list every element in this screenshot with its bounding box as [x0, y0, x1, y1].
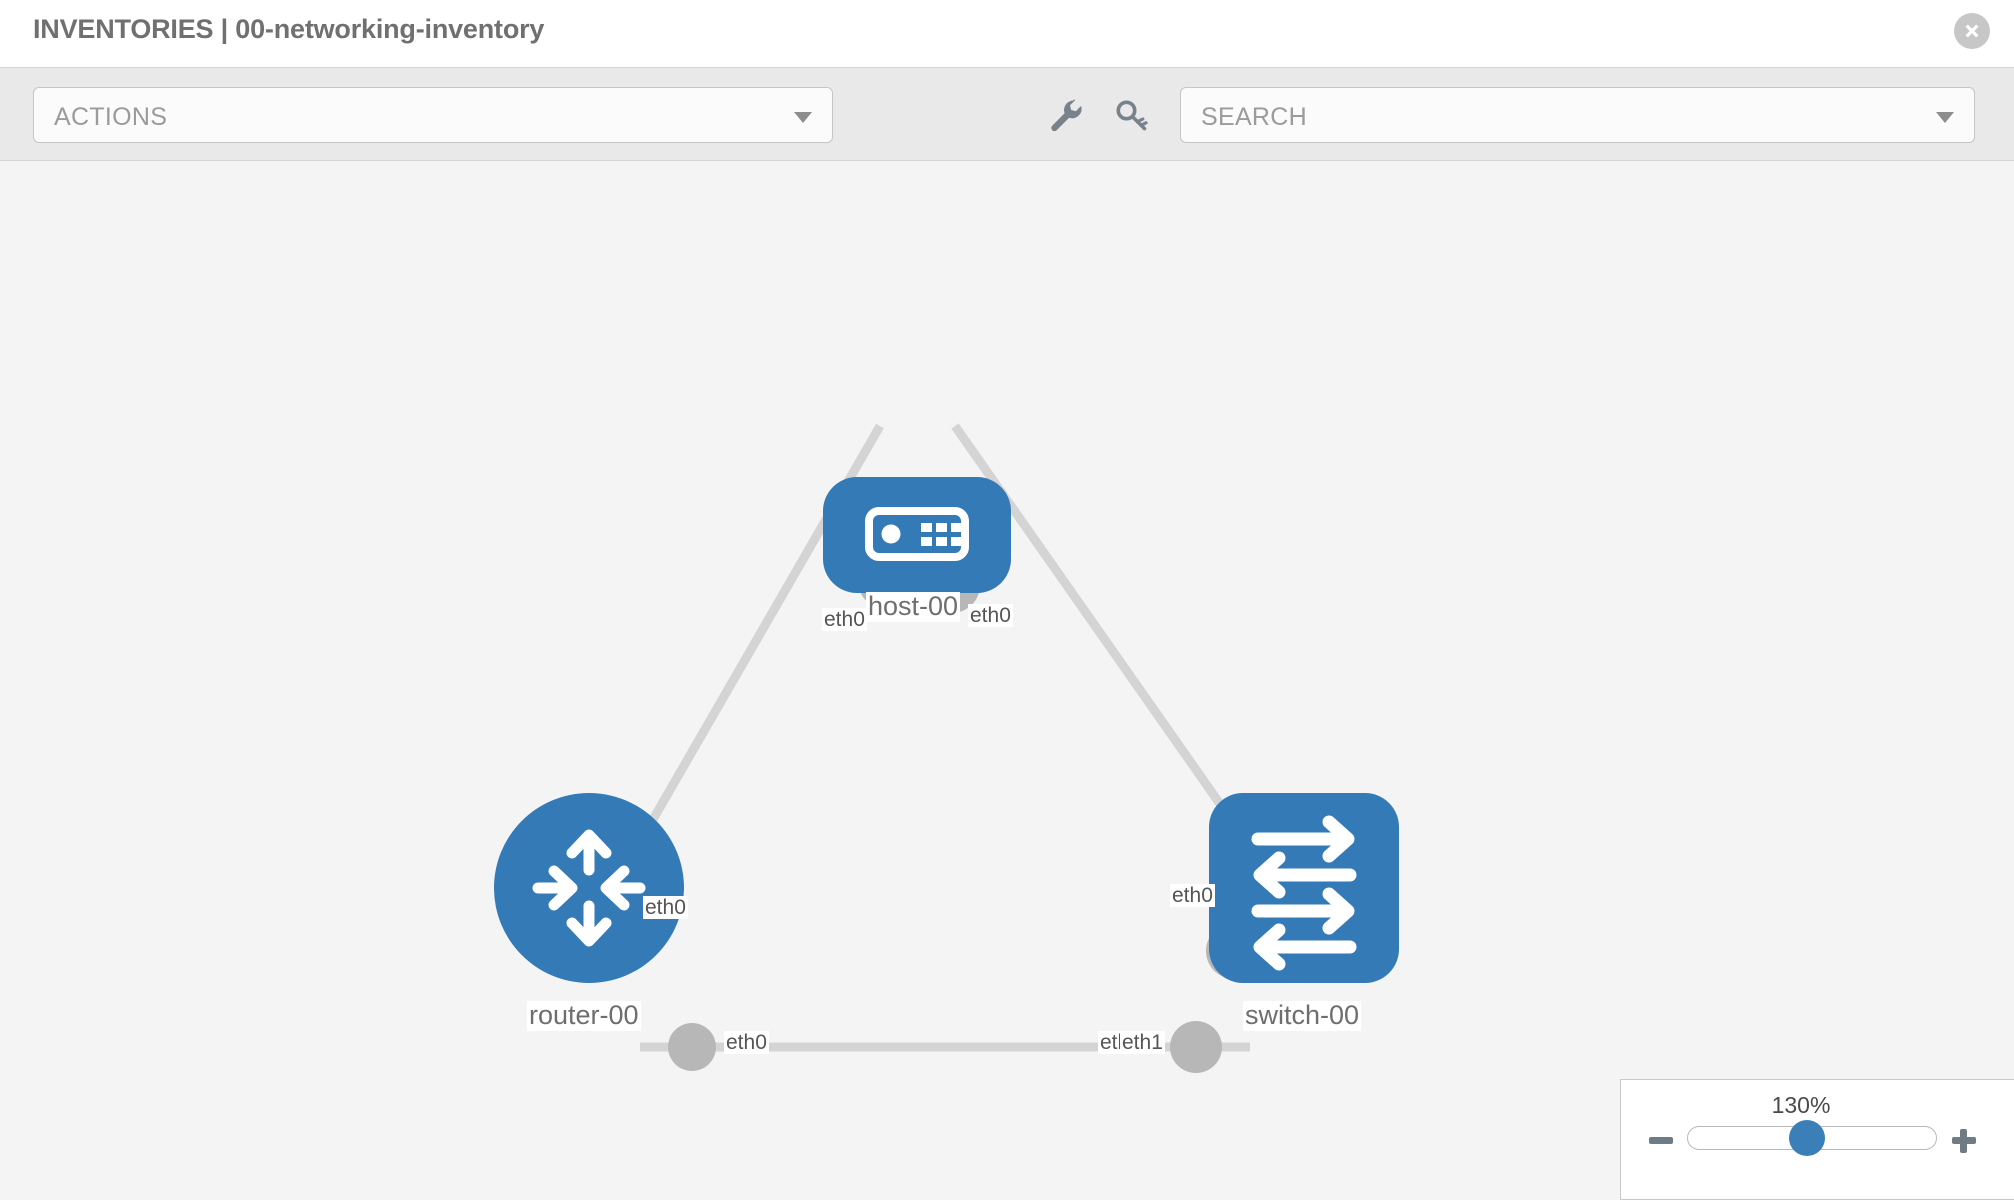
server-icon [865, 507, 969, 561]
router-arrows-icon [532, 829, 646, 947]
minus-icon [1649, 1137, 1673, 1144]
key-glyph [1116, 100, 1148, 131]
search-placeholder: SEARCH [1201, 103, 1307, 131]
zoom-level-value: 130% [1771, 1092, 1831, 1118]
interface-label-router00-eth0: eth0 [724, 1031, 769, 1055]
interface-label-host00-eth0-right: eth0 [968, 604, 1013, 628]
node-label-host-00: host-00 [866, 591, 961, 622]
switch-arrows-icon [1251, 815, 1357, 971]
actions-dropdown[interactable]: ACTIONS [33, 87, 833, 143]
topology-graph [494, 423, 1399, 1073]
node-switch-00[interactable] [1209, 793, 1399, 983]
chevron-down-icon [794, 112, 812, 123]
wrench-glyph [1051, 99, 1082, 132]
node-label-switch-00: switch-00 [1243, 1000, 1362, 1031]
actions-dropdown-label: ACTIONS [54, 103, 168, 131]
interface-label-host00-eth0-left: eth0 [822, 608, 867, 632]
interface-label-switch00-eth1: eth1 [1120, 1031, 1165, 1055]
wrench-icon[interactable] [1046, 96, 1084, 134]
close-icon[interactable] [1954, 13, 1990, 49]
page-header: INVENTORIES | 00-networking-inventory [0, 0, 2014, 68]
close-glyph [1965, 24, 1979, 38]
node-host-00[interactable] [823, 477, 1011, 593]
node-router-00[interactable] [494, 793, 684, 983]
plus-icon [1952, 1129, 1976, 1153]
zoom-control-panel: 130% [1620, 1079, 2014, 1200]
page-title: INVENTORIES | 00-networking-inventory [33, 14, 545, 44]
zoom-slider-thumb[interactable] [1789, 1120, 1825, 1156]
zoom-in-button[interactable] [1949, 1126, 1979, 1161]
topology-canvas[interactable]: eth0 host-00 eth0 eth0 eth0 eth0 eth0 et… [0, 161, 2014, 1200]
search-input[interactable]: SEARCH [1180, 87, 1975, 143]
interface-label-router00-eth0-uplink: eth0 [643, 896, 688, 920]
chevron-down-icon[interactable] [1936, 112, 1954, 123]
toolbar: ACTIONS SEARCH [0, 68, 2014, 161]
key-icon[interactable] [1113, 96, 1151, 134]
interface-dot-router00-eth0[interactable] [668, 1023, 716, 1071]
node-label-router-00: router-00 [527, 1000, 641, 1031]
interface-dot-switch00-eth1[interactable] [1170, 1021, 1222, 1073]
zoom-out-button[interactable] [1646, 1126, 1676, 1161]
interface-label-switch00-eth0-uplink: eth0 [1170, 884, 1215, 908]
